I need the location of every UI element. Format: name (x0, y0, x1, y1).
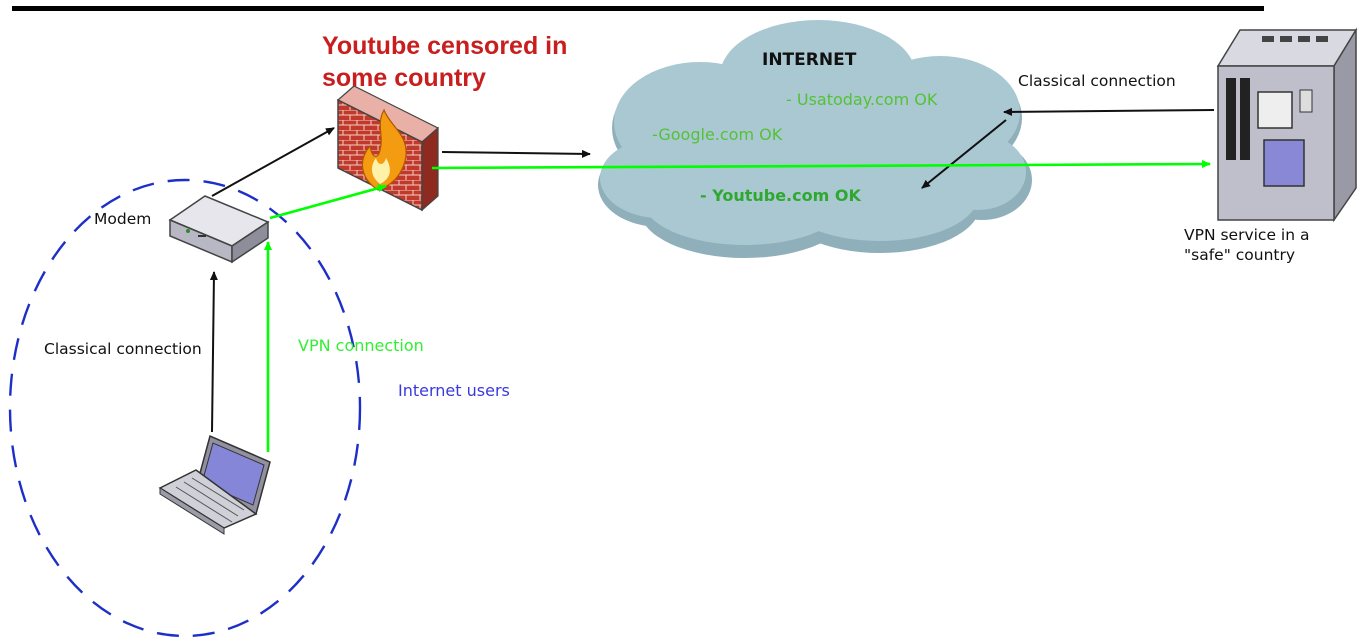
vpn-connection-label: VPN connection (298, 336, 424, 355)
censor-title-line2: some country (322, 64, 486, 92)
youtube-label: - Youtube.com OK (700, 186, 861, 205)
internet-cloud (598, 20, 1032, 258)
vpn-server-icon (1216, 27, 1358, 223)
usatoday-label: - Usatoday.com OK (786, 90, 938, 109)
censor-title-line1: Youtube censored in (322, 32, 568, 60)
firewall-icon (336, 85, 440, 212)
internet-users-boundary (8, 178, 362, 638)
internet-title: INTERNET (762, 50, 857, 70)
vpn-service-label-line2: "safe" country (1184, 246, 1296, 264)
vpn-service-label-line1: VPN service in a (1184, 226, 1310, 244)
laptop-icon (158, 434, 271, 535)
classical-connection-lines (209, 107, 1215, 433)
modem-icon (168, 195, 270, 264)
modem-label: Modem (94, 210, 152, 228)
internet-users-label: Internet users (398, 381, 510, 400)
classical-connection-left-label: Classical connection (44, 340, 202, 358)
google-label: -Google.com OK (652, 125, 783, 144)
classical-connection-top-label: Classical connection (1018, 72, 1176, 90)
vpn-connection-lines (264, 160, 1211, 452)
top-rule (12, 6, 1264, 11)
